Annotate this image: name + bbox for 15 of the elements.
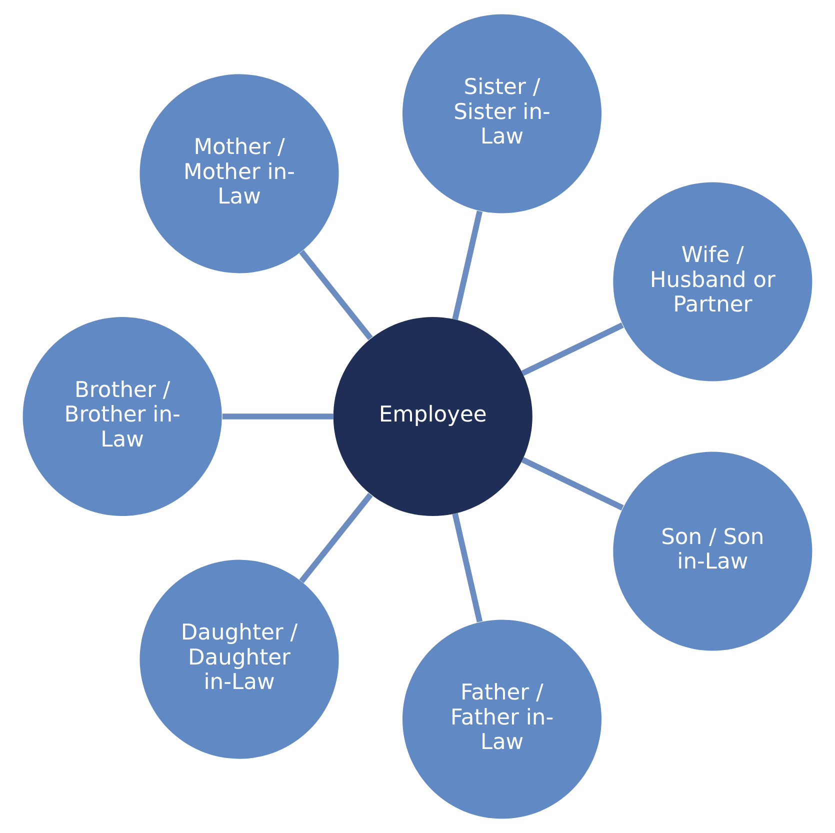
node-circle: Brother / Brother in-Law [22,316,222,516]
node-circle: Daughter / Daughter in-Law [140,560,339,759]
node-circle: Employee [333,316,532,516]
node-circle: Wife / Husband or Partner [613,182,812,382]
connector [452,512,483,622]
connector [222,414,334,420]
node-circle: Son / Son in-Law [613,452,812,651]
node-circle: Father / Father in-Law [402,620,602,819]
connector [299,492,373,584]
connector [299,250,373,340]
connector [521,457,624,510]
connector [452,210,483,320]
node-circle: Sister / Sister in-Law [402,14,602,214]
connector [521,322,624,376]
node-circle: Mother / Mother in-Law [140,74,339,274]
